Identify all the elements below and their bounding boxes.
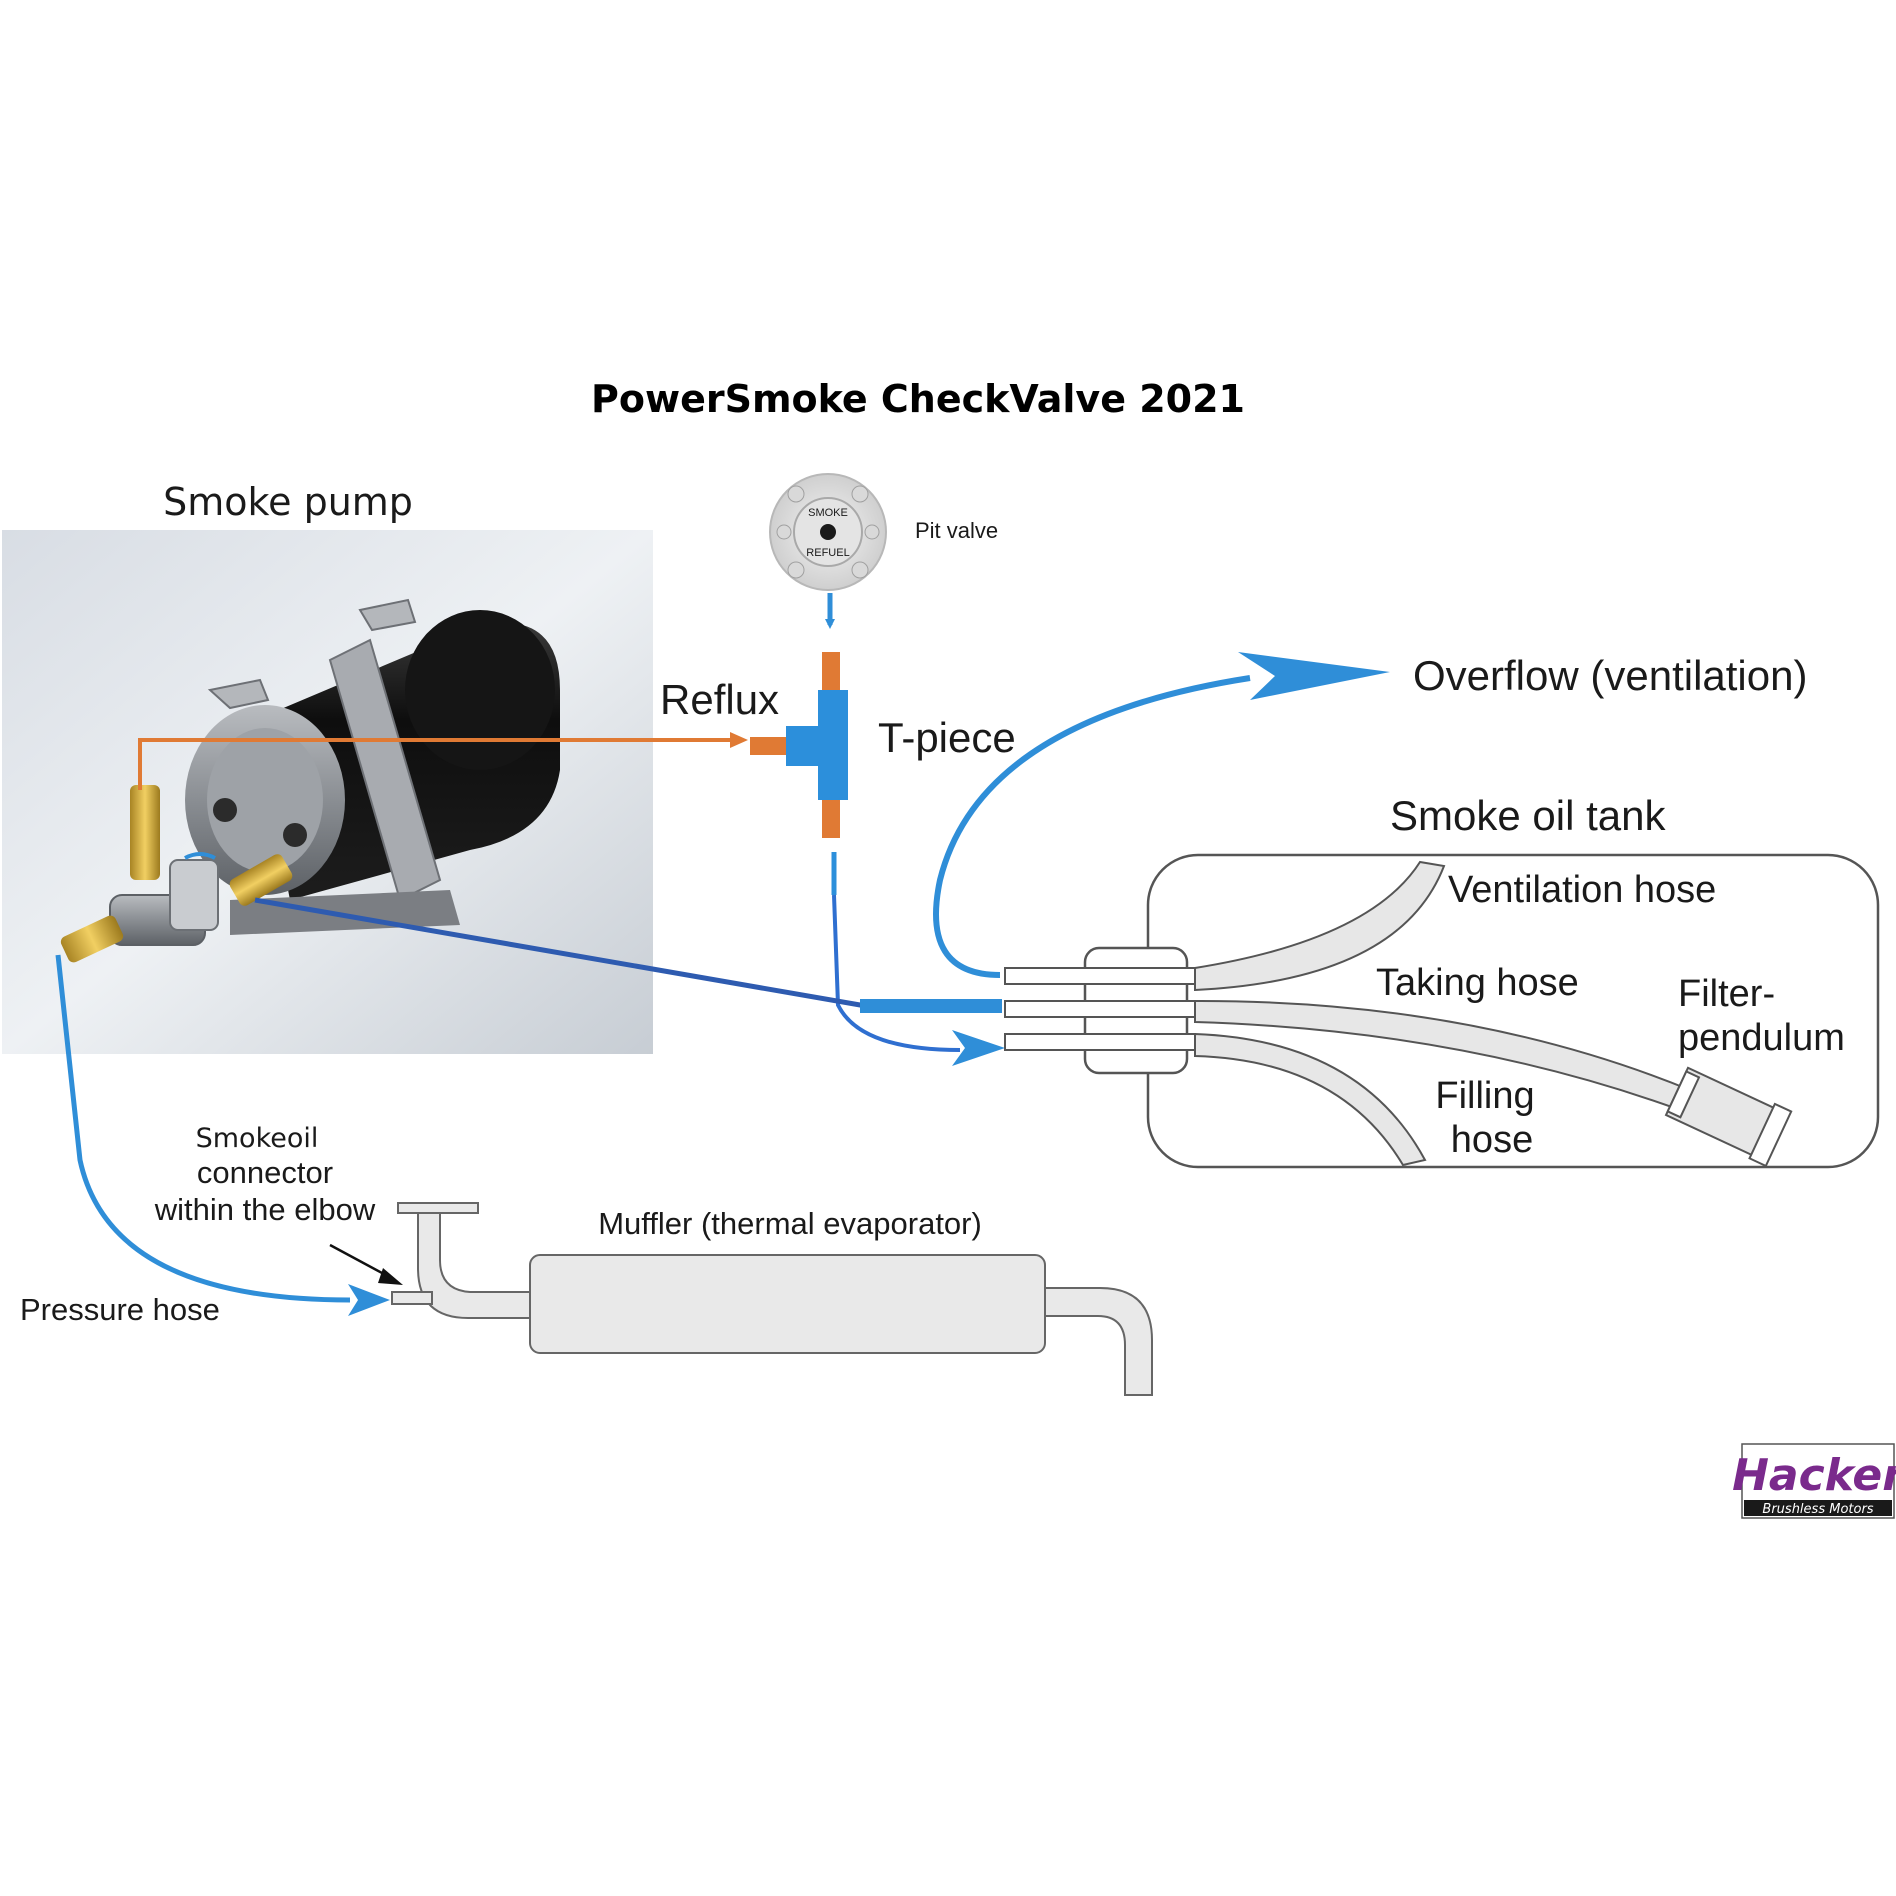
filling-hose-label-2: hose <box>1451 1119 1533 1161</box>
muffler-label: Muffler (thermal evaporator) <box>598 1206 982 1241</box>
pressure-hose-label: Pressure hose <box>20 1292 220 1327</box>
smoke-pump-label: Smoke pump <box>163 480 413 524</box>
pit-valve: SMOKE REFUEL <box>769 473 887 591</box>
filter-pendulum-label-1: Filter- <box>1678 973 1775 1015</box>
smoke-oil-tank <box>1004 853 1880 1169</box>
smoke-oil-tank-label: Smoke oil tank <box>1390 792 1666 839</box>
taking-hose-label: Taking hose <box>1376 962 1579 1004</box>
filling-hose-label-1: Filling <box>1435 1075 1534 1117</box>
reflux-line <box>138 738 730 790</box>
t-piece <box>750 652 848 838</box>
filter-pendulum-label-2: pendulum <box>1678 1017 1845 1059</box>
smokeoil-label-2: connector <box>197 1155 333 1190</box>
smoke-pump-photo <box>2 530 653 1054</box>
hacker-logo-brand: Hacker <box>1732 1450 1896 1501</box>
reflux-label: Reflux <box>660 676 779 723</box>
hacker-logo: Hacker Brushless Motors <box>1732 1443 1896 1519</box>
smokeoil-label-1: Smokeoil <box>196 1123 319 1154</box>
pressure-hose-line <box>55 954 351 1303</box>
tpiece-to-tank-line <box>832 894 961 1052</box>
smokeoil-label-3: within the elbow <box>154 1192 376 1227</box>
overflow-arrow <box>933 675 1251 978</box>
t-piece-label: T-piece <box>878 714 1016 761</box>
muffler <box>391 1202 1153 1396</box>
pit-valve-label: Pit valve <box>915 518 998 543</box>
overflow-label: Overflow (ventilation) <box>1413 652 1807 699</box>
diagram-title: PowerSmoke CheckValve 2021 <box>591 377 1245 421</box>
pit-valve-refuel-text: REFUEL <box>806 547 849 559</box>
pit-valve-smoke-text: SMOKE <box>808 507 848 519</box>
hacker-logo-tagline: Brushless Motors <box>1762 1502 1873 1517</box>
ventilation-hose-label: Ventilation hose <box>1448 869 1716 911</box>
